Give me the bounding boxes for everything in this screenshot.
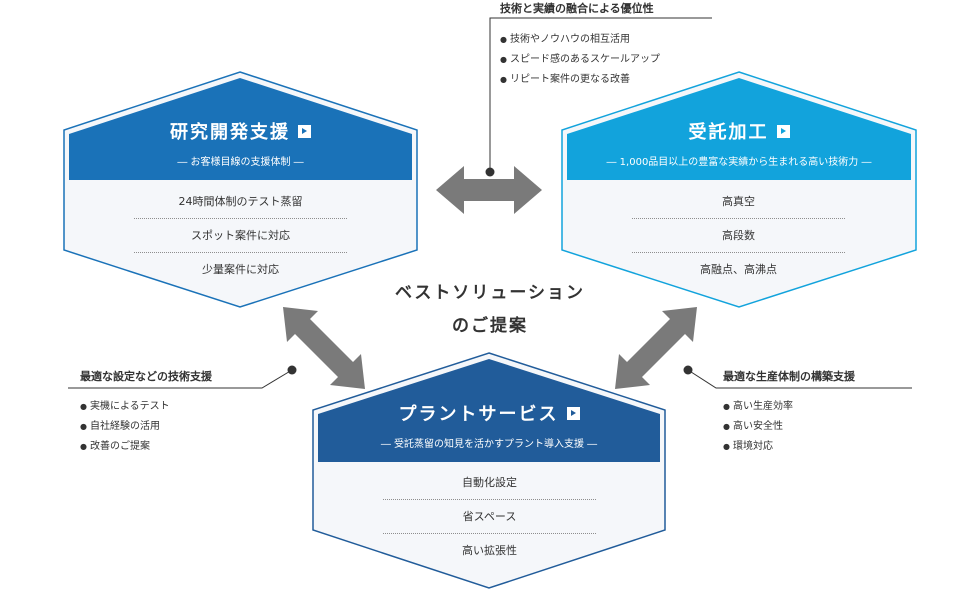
bullet-item: 技術やノウハウの相互活用 [500, 30, 660, 50]
bullet-item: リピート案件の更なる改善 [500, 70, 660, 90]
contract-header: 受託加工 ― 1,000品目以上の豊富な実績から生まれる高い技術力 ― [567, 118, 911, 168]
bullet-item: 高い生産効率 [723, 397, 793, 417]
list-item: 24時間体制のテスト蒸留 [178, 195, 303, 208]
arrow-right-icon [776, 124, 790, 138]
right-note-list: 高い生産効率 高い安全性 環境対応 [723, 397, 793, 457]
plant-title-link[interactable]: プラントサービス [318, 400, 660, 426]
research-title-link[interactable]: 研究開発支援 [69, 118, 412, 144]
divider [383, 499, 596, 500]
bullet-item: 改善のご提案 [80, 437, 170, 457]
right-connector [683, 365, 912, 389]
contract-title-link[interactable]: 受託加工 [567, 118, 911, 144]
research-items: 24時間体制のテスト蒸留 スポット案件に対応 少量案件に対応 [134, 185, 347, 286]
plant-title: プラントサービス [398, 404, 559, 425]
divider [632, 252, 845, 253]
bullet-item: 自社経験の活用 [80, 417, 170, 437]
left-note-list: 実機によるテスト 自社経験の活用 改善のご提案 [80, 397, 170, 457]
research-subtitle: ― お客様目線の支援体制 ― [177, 157, 304, 168]
list-item: 自動化設定 [462, 476, 517, 489]
bullet-item: スピード感のあるスケールアップ [500, 50, 660, 70]
bullet-item: 実機によるテスト [80, 397, 170, 417]
divider [383, 533, 596, 534]
center-text-line2: のご提案 [452, 316, 528, 336]
list-item: 省スペース [462, 510, 517, 523]
plant-subtitle: ― 受託蒸留の知見を活かすプラント導入支援 ― [380, 439, 598, 450]
list-item: 少量案件に対応 [202, 263, 279, 276]
center-text: ベストソリューション のご提案 [380, 277, 600, 343]
arrow-right-icon [566, 406, 580, 420]
divider [134, 218, 347, 219]
plant-items: 自動化設定 省スペース 高い拡張性 [383, 466, 596, 567]
contract-items: 高真空 高段数 高融点、高沸点 [632, 185, 845, 286]
contract-title: 受託加工 [688, 122, 769, 143]
research-header: 研究開発支援 ― お客様目線の支援体制 ― [69, 118, 412, 168]
divider [632, 218, 845, 219]
divider [134, 252, 347, 253]
left-connector [68, 365, 297, 389]
right-diagonal-double-arrow [615, 307, 697, 389]
research-title: 研究開発支援 [170, 122, 290, 143]
bullet-item: 高い安全性 [723, 417, 793, 437]
top-connector [485, 17, 712, 177]
right-note-title: 最適な生産体制の構築支援 [723, 370, 855, 383]
list-item: 高段数 [722, 229, 755, 242]
list-item: スポット案件に対応 [191, 229, 290, 242]
center-text-line1: ベストソリューション [395, 283, 585, 303]
bullet-item: 環境対応 [723, 437, 793, 457]
list-item: 高い拡張性 [462, 544, 517, 557]
contract-hexagon [561, 71, 917, 308]
contract-subtitle: ― 1,000品目以上の豊富な実績から生まれる高い技術力 ― [606, 157, 872, 168]
horizontal-double-arrow [436, 166, 542, 214]
list-item: 高真空 [722, 195, 755, 208]
top-note-list: 技術やノウハウの相互活用 スピード感のあるスケールアップ リピート案件の更なる改… [500, 30, 660, 90]
left-diagonal-double-arrow [283, 307, 365, 389]
plant-header: プラントサービス ― 受託蒸留の知見を活かすプラント導入支援 ― [318, 400, 660, 450]
list-item: 高融点、高沸点 [700, 263, 777, 276]
left-note-title: 最適な設定などの技術支援 [80, 370, 212, 383]
arrow-right-icon [298, 124, 311, 138]
research-hexagon [63, 71, 418, 308]
top-note-title: 技術と実績の融合による優位性 [500, 2, 654, 15]
